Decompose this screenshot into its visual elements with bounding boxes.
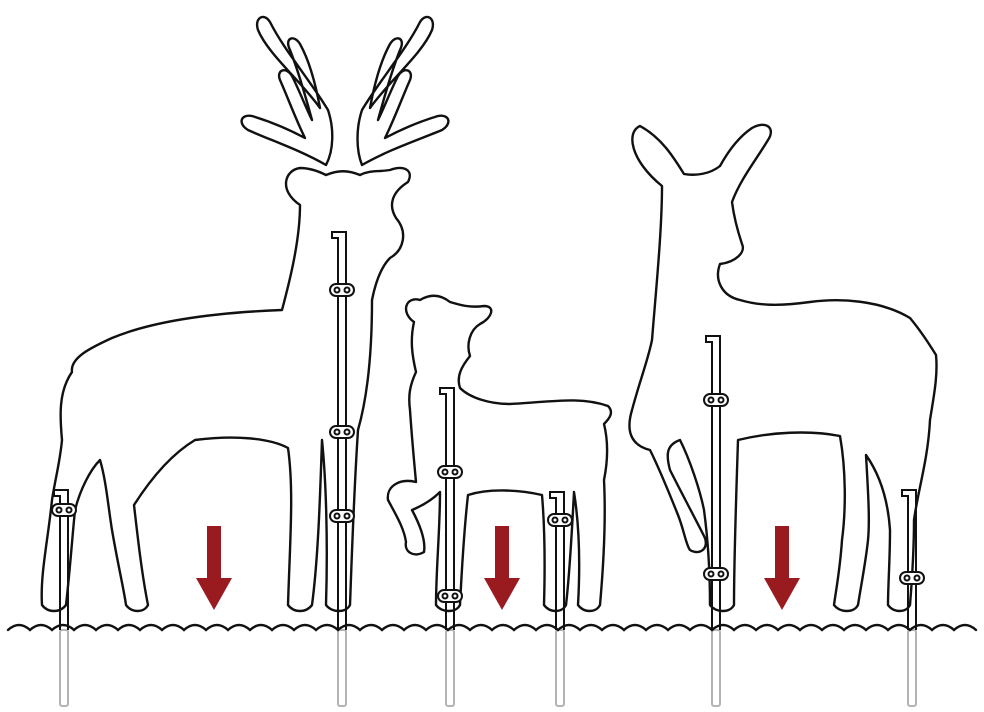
stake-shaft — [439, 387, 455, 630]
stake-underground-part — [711, 629, 721, 707]
doe-silhouette — [628, 123, 938, 613]
stakes-group — [51, 231, 925, 707]
stake-underground-part — [907, 629, 917, 707]
stake-3 — [437, 387, 463, 707]
stake-6 — [899, 489, 925, 707]
clip-hole — [441, 468, 449, 476]
ground-line — [6, 623, 978, 632]
clip-hole — [333, 428, 341, 436]
stake-underground-part — [337, 629, 347, 707]
stake-shaft — [705, 335, 721, 630]
stake-underground-part — [445, 629, 455, 707]
clip-hole — [551, 516, 559, 524]
stake-shaft — [331, 231, 347, 630]
clip-hole — [451, 468, 459, 476]
clip-hole — [65, 506, 73, 514]
doe-body — [628, 123, 938, 613]
stake-2 — [329, 231, 355, 707]
down-arrow-icon — [764, 526, 800, 610]
clip-hole — [717, 570, 725, 578]
clip-hole — [343, 512, 351, 520]
clip-hole — [561, 516, 569, 524]
stake-4 — [547, 491, 573, 707]
stake-shaft — [901, 489, 917, 630]
clip-hole — [451, 592, 459, 600]
clip-hole — [343, 286, 351, 294]
clip-hole — [707, 396, 715, 404]
buck-antler-right — [356, 15, 450, 167]
stake-underground-part — [555, 629, 565, 707]
buck-body — [40, 166, 411, 613]
clip-hole — [333, 286, 341, 294]
clip-hole — [55, 506, 63, 514]
down-arrow-icon — [196, 526, 232, 610]
clip-hole — [333, 512, 341, 520]
stake-1 — [51, 489, 77, 707]
clip-hole — [343, 428, 351, 436]
buck-antler-left — [240, 15, 334, 167]
clip-hole — [913, 574, 921, 582]
clip-hole — [707, 570, 715, 578]
stake-5 — [703, 335, 729, 707]
buck-silhouette — [40, 15, 450, 613]
down-arrow-icon — [484, 526, 520, 610]
arrows-group — [196, 526, 800, 610]
clip-hole — [903, 574, 911, 582]
clip-hole — [717, 396, 725, 404]
clip-hole — [441, 592, 449, 600]
stake-underground-part — [59, 629, 69, 707]
